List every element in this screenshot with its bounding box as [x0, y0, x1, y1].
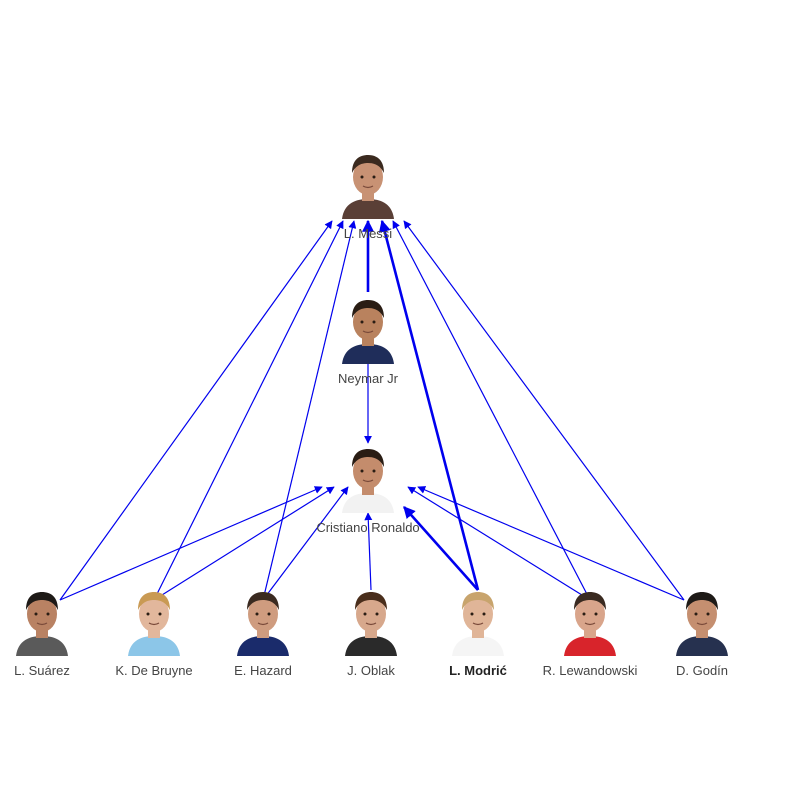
player-photo [128, 592, 180, 656]
player-photo [345, 592, 397, 656]
node-suarez[interactable]: L. Suárez [14, 592, 70, 678]
player-photo [452, 592, 504, 656]
node-hazard[interactable]: E. Hazard [234, 592, 292, 678]
edge-debruyne-to-ronaldo [153, 486, 335, 601]
node-label: Neymar Jr [338, 371, 399, 386]
player-photo [16, 592, 68, 656]
node-godin[interactable]: D. Godín [676, 592, 728, 678]
edge-godin-to-messi [403, 220, 685, 601]
node-messi[interactable]: L. Messi [342, 155, 394, 241]
node-oblak[interactable]: J. Oblak [345, 592, 397, 678]
player-photo [237, 592, 289, 656]
edge-suarez-to-messi [59, 220, 333, 601]
node-lewandowski[interactable]: R. Lewandowski [543, 592, 638, 678]
node-label: Cristiano Ronaldo [316, 520, 419, 535]
player-photo [676, 592, 728, 656]
node-label: J. Oblak [347, 663, 395, 678]
edge-modric-to-ronaldo [403, 506, 479, 591]
player-photo [342, 449, 394, 513]
edge-lewandowski-to-ronaldo [407, 486, 591, 601]
node-modric[interactable]: L. Modrić [449, 592, 507, 678]
edge-hazard-to-messi [262, 220, 357, 601]
edge-godin-to-ronaldo [417, 486, 685, 601]
edge-oblak-to-ronaldo [364, 512, 373, 591]
node-debruyne[interactable]: K. De Bruyne [115, 592, 193, 678]
edges-layer [59, 219, 685, 601]
player-photo [342, 155, 394, 219]
node-label: L. Suárez [14, 663, 70, 678]
edge-hazard-to-ronaldo [262, 486, 349, 601]
edge-modric-to-messi [378, 219, 480, 591]
node-label: K. De Bruyne [115, 663, 192, 678]
edge-debruyne-to-messi [153, 220, 344, 601]
node-ronaldo[interactable]: Cristiano Ronaldo [316, 449, 420, 535]
node-label: L. Messi [344, 226, 393, 241]
node-label: E. Hazard [234, 663, 292, 678]
node-label: R. Lewandowski [543, 663, 638, 678]
edge-lewandowski-to-messi [392, 220, 591, 601]
player-photo [342, 300, 394, 364]
node-label: D. Godín [676, 663, 728, 678]
player-photo [564, 592, 616, 656]
node-label: L. Modrić [449, 663, 507, 678]
node-neymar[interactable]: Neymar Jr [338, 300, 399, 386]
edge-suarez-to-ronaldo [59, 486, 323, 601]
